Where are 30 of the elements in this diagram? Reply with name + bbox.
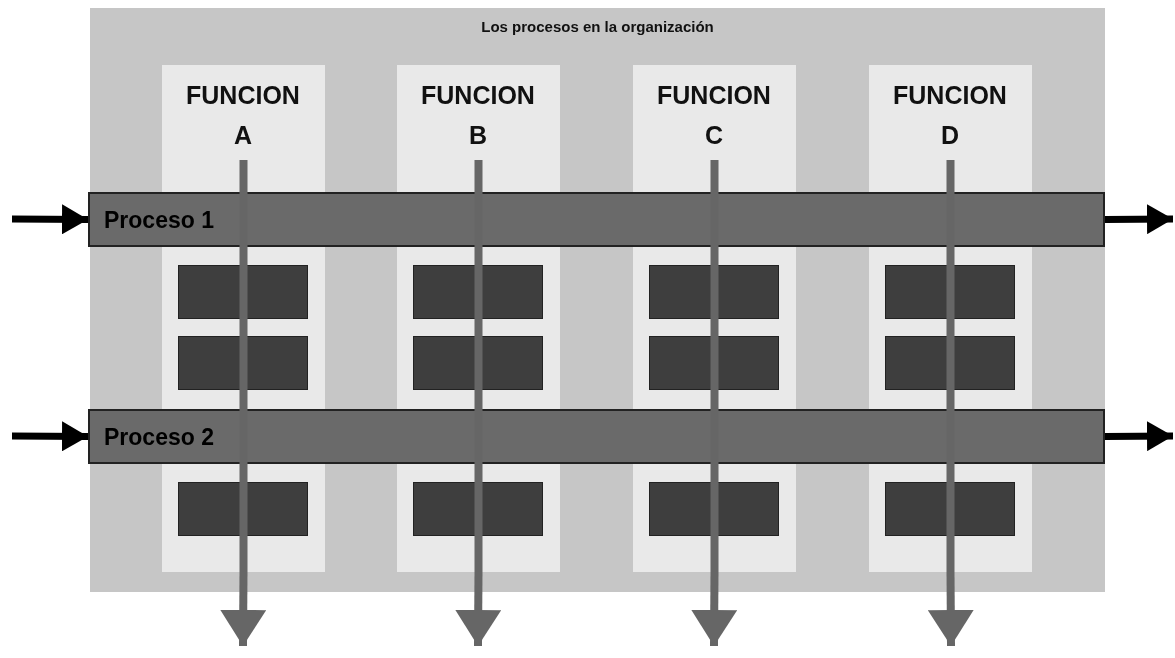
activity-block bbox=[885, 336, 1015, 390]
arrow bbox=[1104, 421, 1174, 452]
process-band bbox=[88, 409, 1105, 464]
activity-block bbox=[649, 336, 779, 390]
arrow bbox=[1104, 204, 1174, 235]
column-heading: FUNCION C bbox=[656, 80, 772, 151]
activity-block bbox=[649, 482, 779, 536]
activity-block bbox=[413, 265, 543, 319]
activity-block bbox=[413, 482, 543, 536]
activity-block bbox=[885, 482, 1015, 536]
column-heading: FUNCION D bbox=[892, 80, 1008, 151]
arrow bbox=[11, 204, 89, 235]
panel-title: Los procesos en la organización bbox=[480, 18, 715, 35]
process-label: Proceso 1 bbox=[104, 206, 214, 233]
organization-panel bbox=[90, 8, 1105, 592]
activity-block bbox=[178, 265, 308, 319]
activity-block bbox=[178, 336, 308, 390]
arrow bbox=[927, 571, 974, 647]
arrow bbox=[220, 571, 267, 647]
arrow bbox=[691, 571, 738, 647]
activity-block bbox=[649, 265, 779, 319]
process-label: Proceso 2 bbox=[104, 423, 214, 450]
arrow bbox=[455, 571, 502, 647]
activity-block bbox=[413, 336, 543, 390]
column-heading: FUNCION A bbox=[185, 80, 301, 151]
activity-block bbox=[178, 482, 308, 536]
arrow bbox=[11, 421, 89, 452]
column-heading: FUNCION B bbox=[420, 80, 536, 151]
process-band bbox=[88, 192, 1105, 247]
activity-block bbox=[885, 265, 1015, 319]
